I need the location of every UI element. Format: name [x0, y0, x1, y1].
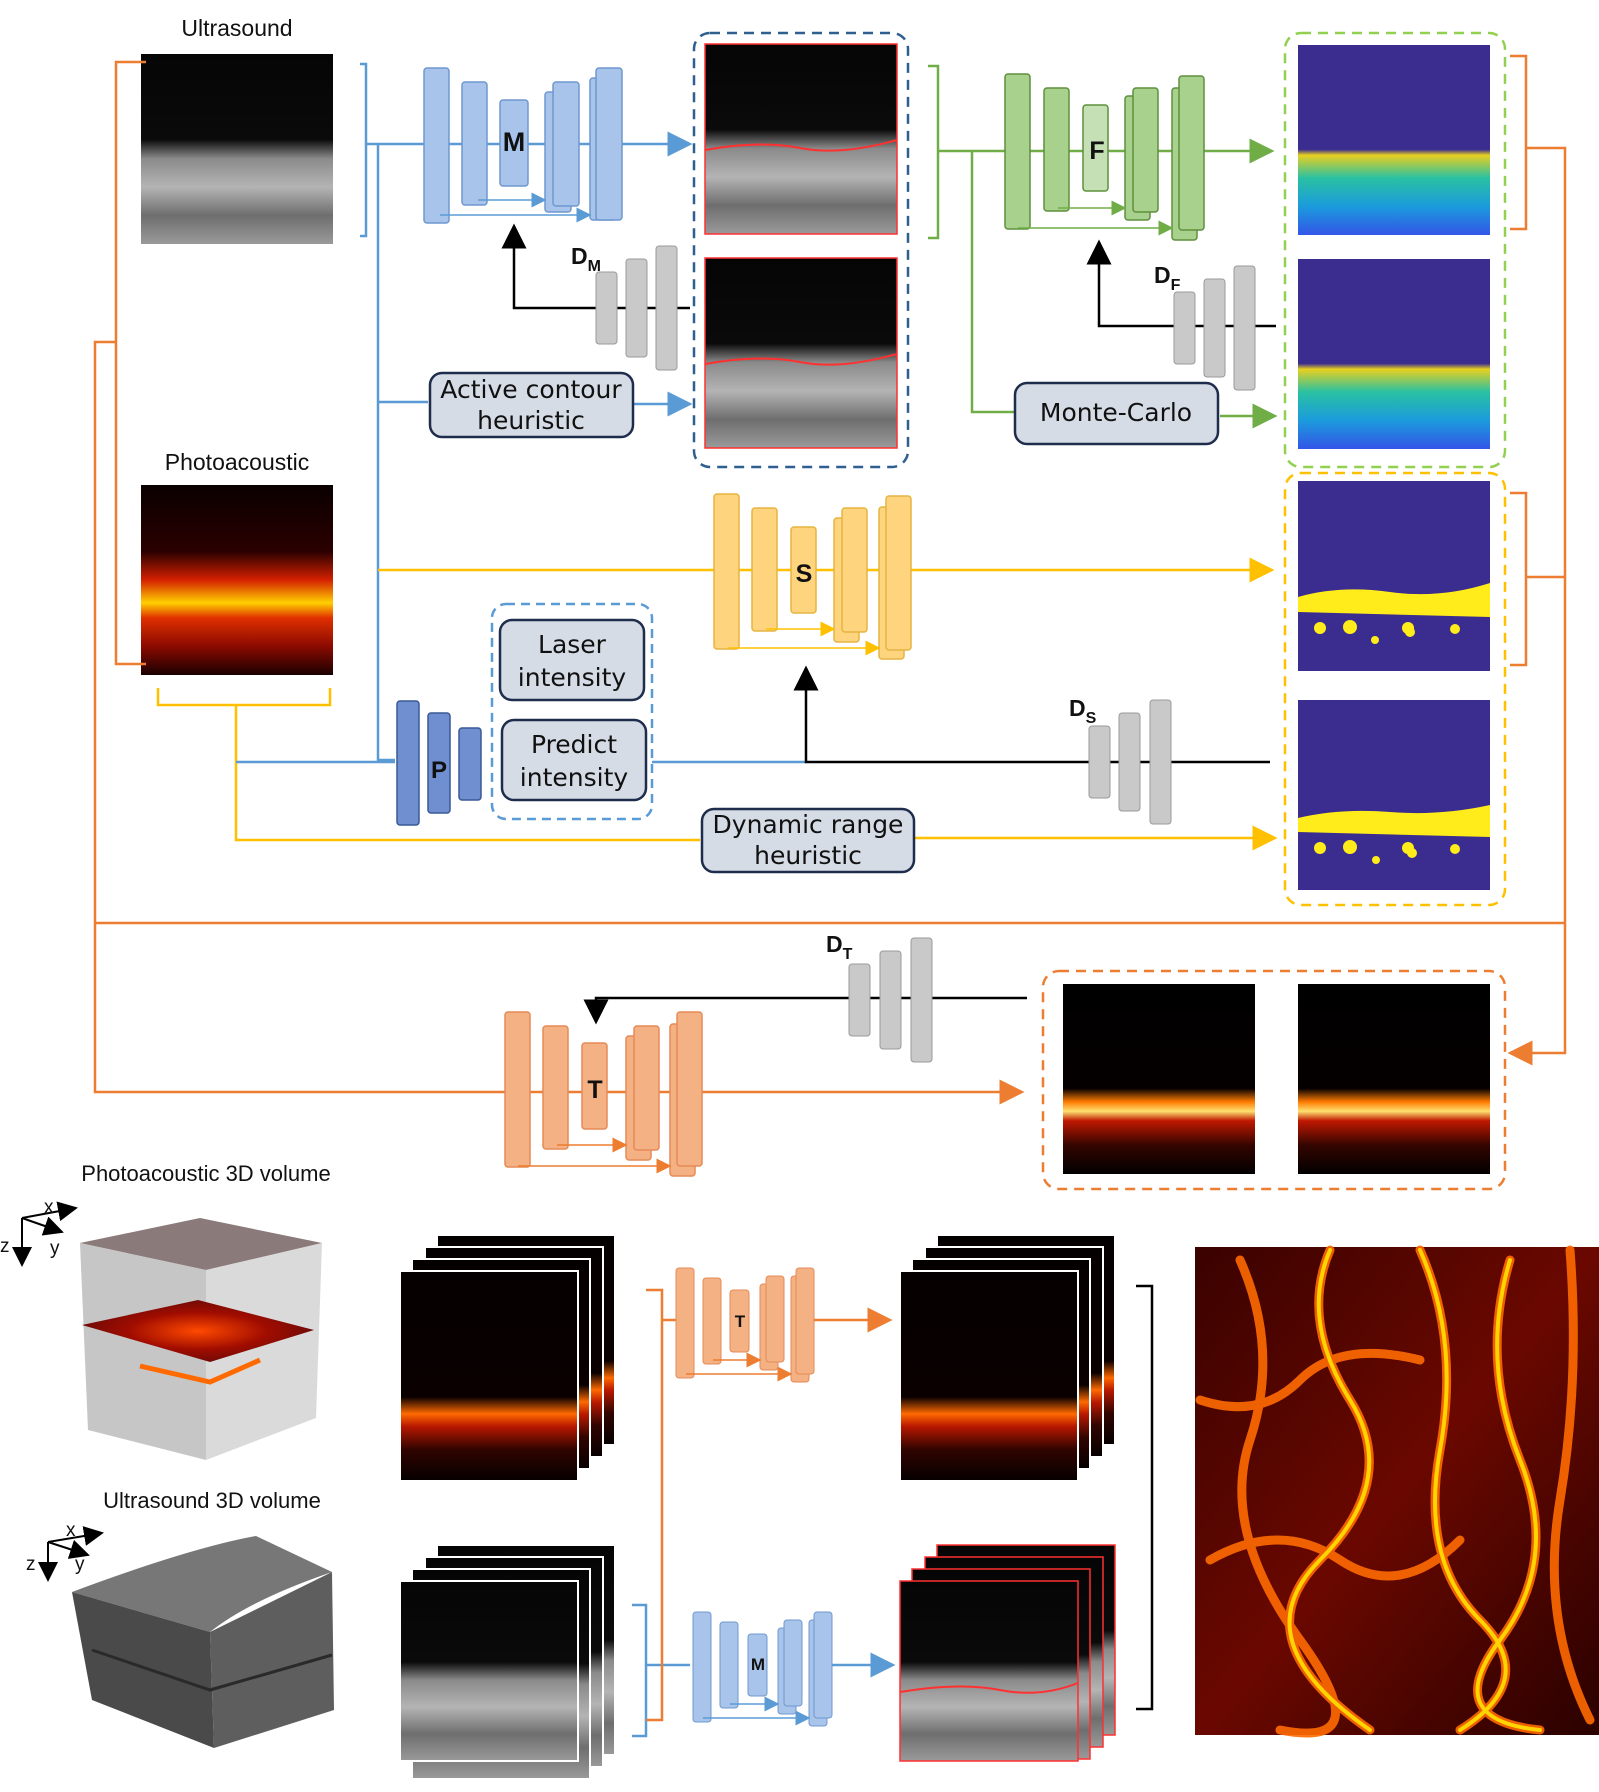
t-small-label: T [735, 1312, 746, 1331]
dynamic-range-box [700, 807, 916, 874]
fluence-image-2 [1298, 259, 1490, 449]
blue-trunk [376, 144, 395, 762]
t-network-label: T [587, 1076, 602, 1104]
t-output-stack [899, 1234, 1116, 1482]
us-3d-volume-cube [72, 1536, 334, 1748]
f-output-box [1283, 31, 1507, 469]
predict-intensity-line2: intensity [520, 763, 629, 792]
to-dynamic-range [234, 705, 700, 842]
dynamic-range-line1: Dynamic range [713, 810, 904, 839]
ds-feedback-arrow [793, 665, 1270, 764]
right-orange-merge [1507, 146, 1567, 1066]
m-output-image-1 [704, 43, 898, 235]
us-stack-bracket [632, 1603, 648, 1738]
orange-stack-bracket [646, 1288, 664, 1722]
us-slice-stack [399, 1544, 616, 1780]
s-network [713, 493, 912, 660]
active-contour-box [428, 371, 635, 439]
to-monte-carlo [970, 151, 1018, 414]
input-orange-bracket [114, 60, 146, 666]
pa-3d-volume-cube [80, 1218, 322, 1460]
pa-slice-stack [399, 1234, 616, 1482]
t-network [504, 1011, 703, 1177]
us-axis-z: z [26, 1554, 36, 1575]
m-network-label: M [503, 127, 526, 157]
dt-discriminator [848, 937, 933, 1063]
dt-label: DT [826, 931, 853, 963]
laser-intensity-line1: Laser [538, 630, 607, 659]
pa-axis-z: z [0, 1236, 10, 1257]
us-bracket [360, 62, 368, 238]
dm-discriminator [595, 245, 678, 371]
ultrasound-image [141, 54, 333, 244]
predict-intensity-line1: Predict [531, 730, 617, 759]
us-axis-x: x [66, 1520, 76, 1541]
t-output-box [1041, 969, 1507, 1191]
us-3d-volume-label: Ultrasound 3D volume [103, 1488, 321, 1513]
photoacoustic-image [141, 485, 333, 675]
t-output-image-2 [1298, 984, 1490, 1174]
us-axis-y: y [75, 1554, 85, 1575]
s-output-box [1283, 471, 1507, 907]
s-output-bracket [1510, 491, 1528, 667]
laser-intensity-line2: intensity [518, 663, 627, 692]
t-network-small [675, 1267, 815, 1383]
ds-label: DS [1069, 695, 1097, 727]
m-output-bracket [928, 64, 940, 240]
active-contour-line1: Active contour [440, 375, 622, 404]
dynamic-range-line2: heuristic [754, 841, 862, 870]
df-label: DF [1154, 262, 1181, 294]
vessel-mip-image [1195, 1245, 1599, 1738]
segmentation-image-2 [1298, 700, 1490, 890]
p-network [396, 700, 482, 826]
ultrasound-label: Ultrasound [181, 15, 292, 41]
monte-carlo-label: Monte-Carlo [1040, 398, 1192, 427]
dt-feedback-arrow [583, 996, 1027, 1025]
pa-axes [12, 1201, 78, 1267]
df-discriminator [1173, 265, 1256, 391]
photoacoustic-label: Photoacoustic [165, 449, 309, 475]
segmentation-image-1 [1298, 481, 1490, 671]
dm-label: DM [571, 243, 601, 275]
final-bracket [1136, 1284, 1154, 1711]
p-network-label: P [431, 757, 447, 784]
m-network [423, 67, 623, 224]
m-output-image-2 [704, 257, 898, 449]
us-axes [38, 1526, 104, 1582]
ds-discriminator [1088, 699, 1172, 825]
s-network-label: S [796, 560, 813, 588]
active-contour-line2: heuristic [477, 406, 585, 435]
f-network-label: F [1089, 137, 1104, 165]
intensity-group-box [490, 602, 654, 821]
f-network [1004, 73, 1205, 241]
m-network-small [692, 1611, 833, 1727]
m-small-label: M [751, 1655, 765, 1674]
f-output-bracket [1510, 54, 1528, 231]
monte-carlo-box [1013, 381, 1220, 446]
pa-axis-y: y [50, 1238, 60, 1259]
fluence-image-1 [1298, 45, 1490, 235]
pa-bracket [156, 688, 332, 707]
t-output-image-1 [1063, 984, 1255, 1174]
m-output-box [692, 31, 910, 469]
m-output-stack [899, 1544, 1116, 1762]
pa-3d-volume-label: Photoacoustic 3D volume [81, 1161, 330, 1186]
pa-axis-x: x [44, 1197, 54, 1218]
laser-intensity-box [498, 618, 646, 702]
predict-intensity-box [500, 718, 648, 802]
